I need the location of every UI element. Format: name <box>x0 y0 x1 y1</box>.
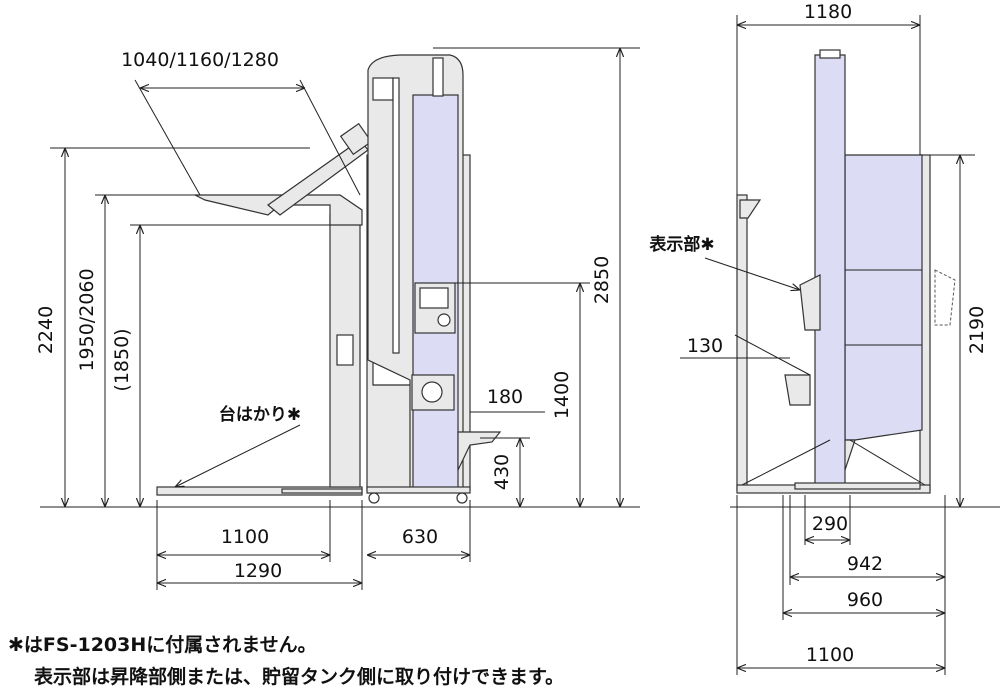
dim-1850: (1850) <box>111 328 133 391</box>
wheel <box>456 492 468 504</box>
post-bracket <box>336 334 354 366</box>
dim-1100-scale: 1100 <box>221 526 269 548</box>
bag-holder <box>784 374 811 406</box>
dim-1400: 1400 <box>551 371 573 419</box>
dim-1290: 1290 <box>234 560 282 582</box>
brace-line <box>849 439 926 486</box>
dim-hopper-width: 1040/1160/1280 <box>121 49 279 71</box>
front-scale <box>794 482 921 490</box>
label-display: 表示部✱ <box>649 234 714 255</box>
base-frame <box>366 486 471 494</box>
leader-line <box>175 424 301 487</box>
dim-1950-2060: 1950/2060 <box>76 268 98 371</box>
ext-line <box>299 79 361 196</box>
leader-line <box>704 257 800 290</box>
discharge-gate <box>421 381 443 403</box>
side-view: 1040/1160/1280 2240 1950/2060 (1850) 285… <box>35 47 640 590</box>
frame-left <box>736 194 748 491</box>
brace-line <box>741 439 831 486</box>
dim-2850: 2850 <box>591 256 613 304</box>
scale-rail <box>281 488 363 494</box>
dim-2240: 2240 <box>35 306 57 354</box>
note-line-2: 表示部は昇降部側または、貯留タンク側に取り付けできます。 <box>34 666 565 688</box>
head-window <box>372 77 394 101</box>
dim-180: 180 <box>487 386 523 408</box>
dim-1100-base: 1100 <box>806 644 854 666</box>
display-screen <box>419 287 449 309</box>
label-platform-scale: 台はかり✱ <box>219 404 301 425</box>
dim-1180: 1180 <box>804 1 852 23</box>
note-line-1: ✱はFS-1203Hに付属されません。 <box>8 634 317 656</box>
display-mount-left <box>799 274 821 331</box>
display-mount-right-dashed <box>934 269 956 326</box>
bag-chute <box>457 431 502 471</box>
storage-tank <box>844 154 923 441</box>
wheel <box>368 492 380 504</box>
front-tower <box>814 54 846 491</box>
chute-block <box>339 122 373 156</box>
top-sensor <box>432 57 444 97</box>
dim-2190: 2190 <box>966 306 988 354</box>
dim-960: 960 <box>847 589 883 611</box>
ext-line <box>134 79 201 196</box>
tower-cap <box>819 49 841 59</box>
dim-430: 430 <box>491 454 513 490</box>
dim-130: 130 <box>687 335 723 357</box>
dim-290: 290 <box>812 513 848 535</box>
frame-bracket <box>739 199 762 219</box>
dim-942: 942 <box>847 553 883 575</box>
hopper-table <box>194 194 363 226</box>
brace-line <box>734 334 811 376</box>
vertical-pipe <box>392 77 400 354</box>
front-view: 1180 2190 130 290 942 960 1100 表示部✱ <box>649 1 1000 675</box>
control-knob <box>437 313 451 327</box>
dim-630: 630 <box>402 526 438 548</box>
